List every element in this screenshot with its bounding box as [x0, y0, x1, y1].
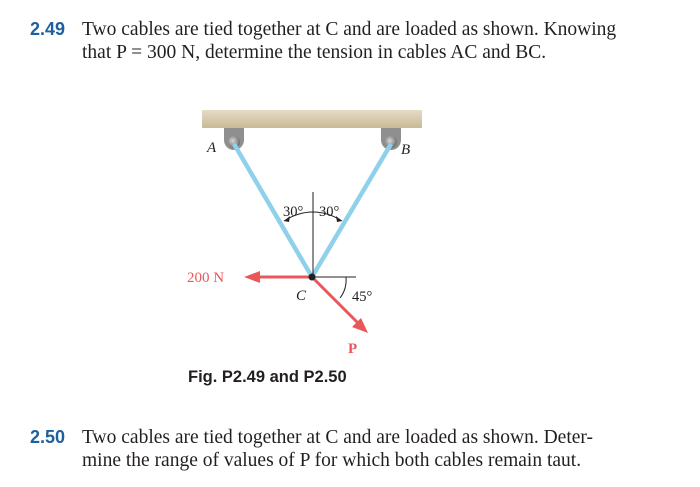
- force-p-arrowhead: [352, 318, 368, 333]
- problem-2-50-line2: mine the range of values of P for which …: [82, 450, 582, 471]
- cable-ac: [232, 142, 314, 279]
- problem-number: 2.50: [30, 427, 66, 447]
- label-c: C: [296, 288, 307, 304]
- problem-number: 2.49: [30, 19, 66, 39]
- label-p: P: [348, 341, 357, 357]
- problem-2-50-line1: 2.50 Two cables are tied together at C an…: [30, 426, 686, 449]
- force-p-shaft: [310, 275, 361, 326]
- problem-2-50: 2.50 Two cables are tied together at C an…: [30, 426, 686, 472]
- label-angle-45: 45°: [352, 289, 373, 305]
- problem-text: Two cables are tied together at C and ar…: [82, 19, 617, 40]
- label-angle-right: 30°: [319, 204, 340, 220]
- ceiling-beam: [202, 110, 422, 128]
- figure-caption: Fig. P2.49 and P2.50: [188, 368, 347, 386]
- problem-2-49-line2: that P = 300 N, determine the tension in…: [82, 42, 547, 63]
- angle-arc-45: [339, 276, 347, 299]
- label-b: B: [401, 142, 410, 158]
- label-200n: 200 N: [187, 270, 224, 286]
- problem-text: Two cables are tied together at C and ar…: [82, 427, 593, 448]
- cable-bc: [310, 142, 393, 279]
- label-angle-left: 30°: [283, 204, 304, 220]
- node-c: [308, 273, 316, 281]
- label-a: A: [206, 140, 217, 156]
- problem-2-49: 2.49 Two cables are tied together at C an…: [30, 18, 686, 64]
- problem-2-49-line1: 2.49 Two cables are tied together at C an…: [30, 18, 686, 41]
- angle-arrowhead-left: [284, 216, 290, 222]
- force-200n-arrowhead: [244, 271, 260, 283]
- angle-arrowhead-right: [336, 216, 342, 222]
- support-b: [381, 128, 401, 150]
